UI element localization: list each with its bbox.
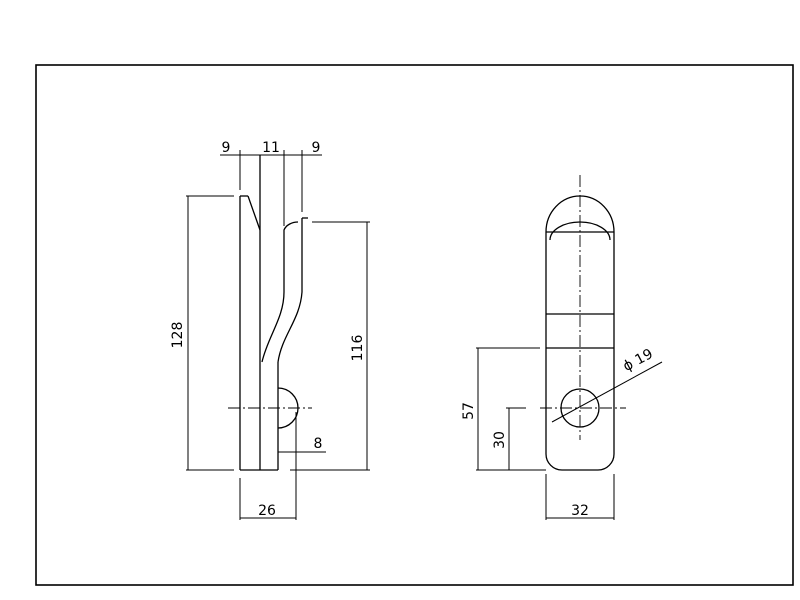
dim-width-26: 26	[258, 503, 276, 519]
height-116-dimension	[290, 221, 370, 471]
side-view: 9 11 9 128 116 8 26	[170, 140, 370, 520]
side-view-outline	[239, 155, 308, 471]
dim-thickness-middle: 11	[262, 140, 280, 156]
dim-height-128: 128	[170, 322, 186, 349]
height-57-dimension	[476, 347, 546, 471]
dim-thickness-left: 9	[222, 140, 231, 156]
height-128-dimension	[186, 195, 234, 471]
dim-height-57: 57	[461, 402, 477, 420]
front-view: ϕ 19 57 30 32	[461, 175, 663, 520]
width-32-dimension	[545, 474, 615, 520]
width-26-dimension	[239, 478, 296, 520]
drawing-frame	[35, 64, 794, 586]
dim-hole-diameter: ϕ 19	[620, 346, 655, 375]
height-30-dimension	[506, 407, 526, 470]
top-thickness-dimension	[220, 150, 322, 226]
offset-8-dimension	[278, 412, 326, 520]
dim-offset-8: 8	[314, 436, 323, 452]
dim-thickness-right: 9	[312, 140, 321, 156]
hole-diameter-leader	[551, 361, 663, 423]
dim-height-116: 116	[350, 335, 366, 362]
dim-height-30: 30	[492, 431, 508, 449]
dim-width-32: 32	[571, 503, 589, 519]
